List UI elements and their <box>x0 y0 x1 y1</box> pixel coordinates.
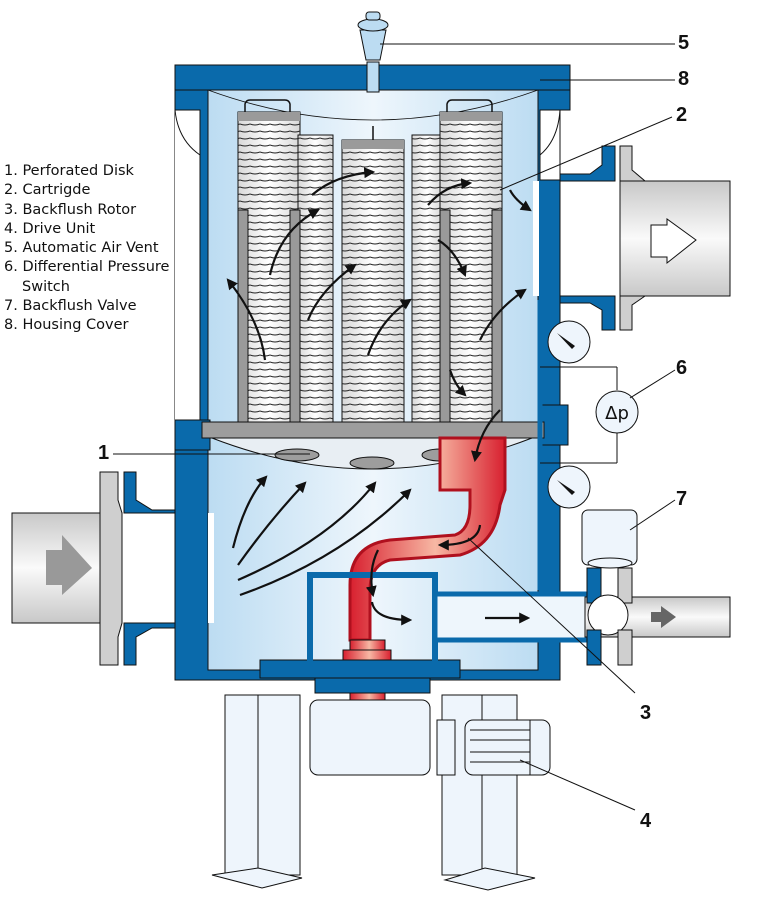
legend-item: 4. Drive Unit <box>4 220 96 237</box>
callout-1: 1 <box>98 442 110 464</box>
callout-7: 7 <box>676 488 688 510</box>
dp-label: Δp <box>605 403 629 424</box>
legend-item: 6. Differential Pressure <box>4 259 170 276</box>
outlet-flow-arrow-icon <box>650 218 697 265</box>
legend-item: 1. Perforated Disk <box>4 163 134 179</box>
backflush-valve <box>581 509 638 666</box>
legend-item: 3. Backflush Rotor <box>4 201 137 218</box>
lower-gauge-icon <box>547 465 591 509</box>
legend-item-continuation: Switch <box>22 278 70 295</box>
legend-item: 2. Cartrigde <box>4 182 91 199</box>
flow-arrows <box>226 167 532 626</box>
callout-2: 2 <box>676 104 688 126</box>
callout-lines <box>113 43 676 811</box>
outlet-pipe <box>539 145 731 331</box>
legend-item: 5. Automatic Air Vent <box>4 240 159 257</box>
callout-5: 5 <box>678 32 690 54</box>
upper-gauge-icon <box>547 320 591 364</box>
callout-8: 8 <box>678 68 690 90</box>
differential-pressure-switch <box>595 390 639 434</box>
callout-3: 3 <box>640 702 652 724</box>
automatic-air-vent <box>357 11 389 93</box>
cartridges <box>237 99 503 423</box>
callout-6: 6 <box>676 357 688 379</box>
legend-item: 7. Backflush Valve <box>4 298 137 315</box>
legend-item: 8. Housing Cover <box>4 317 129 334</box>
backflush-flow-arrow-icon <box>651 606 676 628</box>
legend: 1. Perforated Disk 2. Cartrigde 3. Backf… <box>4 162 169 336</box>
inlet-flow-arrow-icon <box>46 535 92 595</box>
callout-4: 4 <box>640 810 652 832</box>
pressure-gauges: Δp <box>540 320 639 509</box>
